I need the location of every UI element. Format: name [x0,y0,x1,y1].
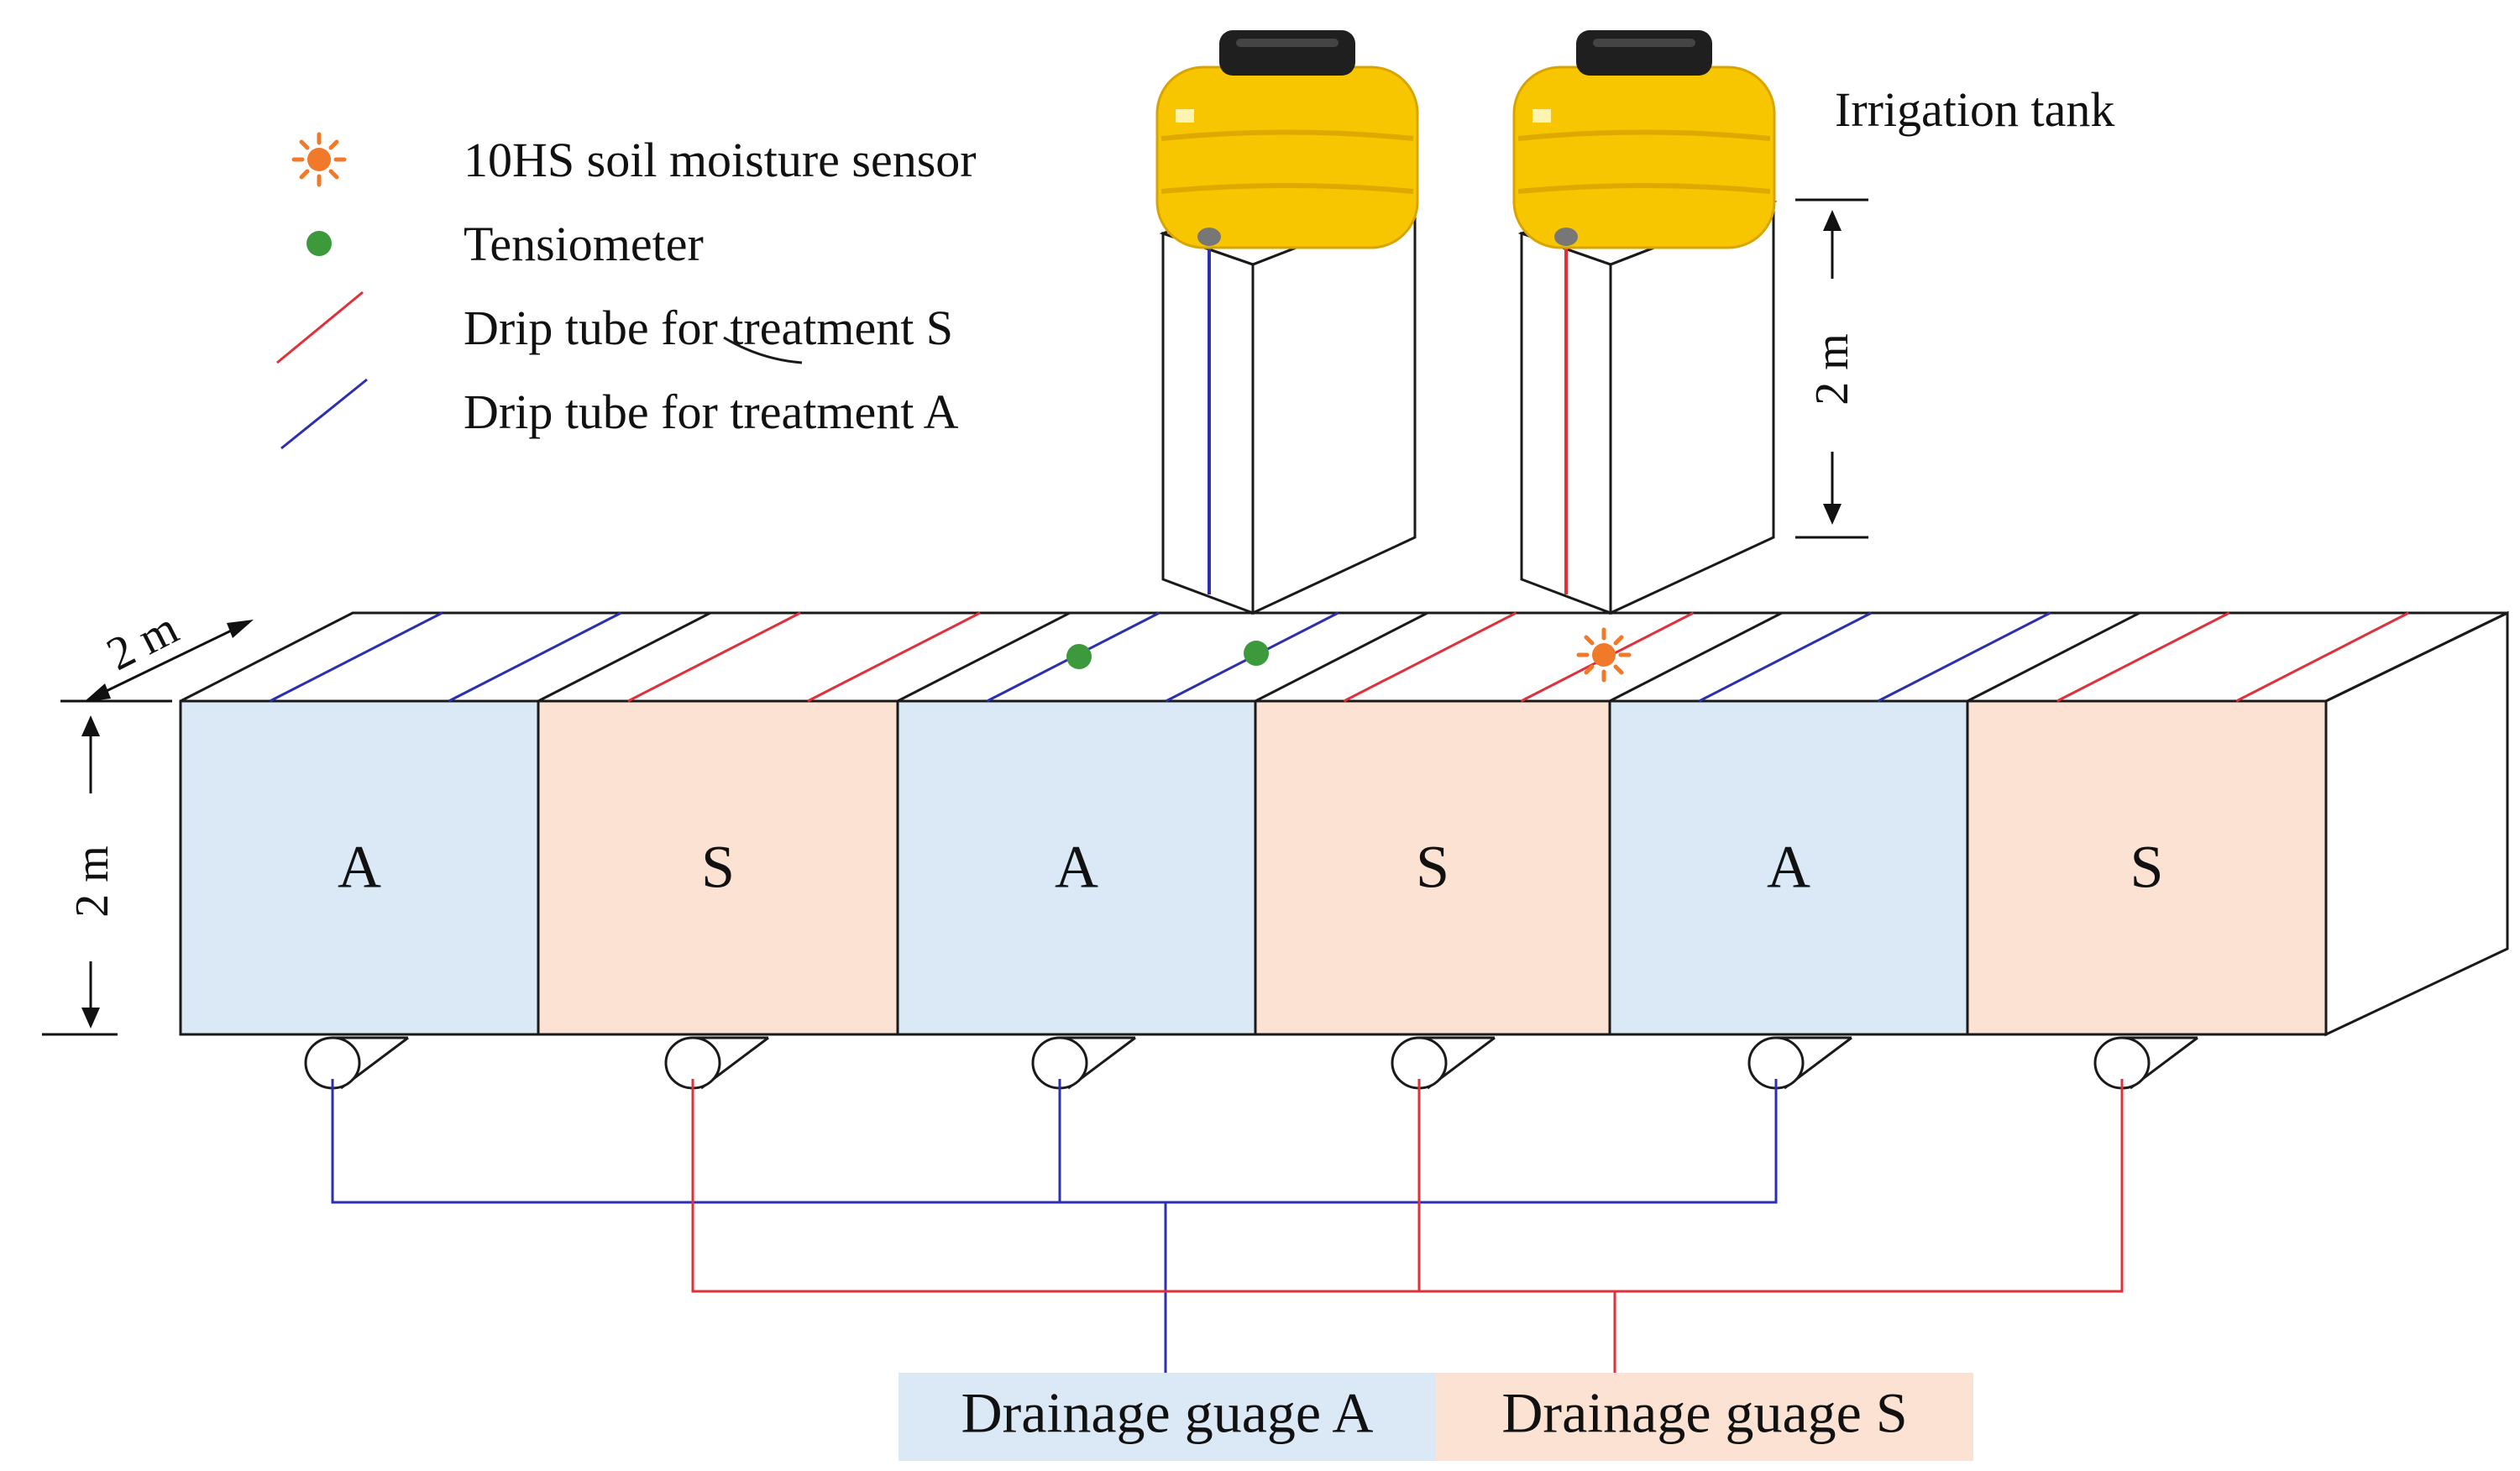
legend: 10HS soil moisture sensor Tensiometer Dr… [276,132,977,450]
tensiometer-2 [1244,641,1269,666]
plot-4 [1254,699,1611,1036]
plot-5 [1608,699,1969,1036]
plot-5-label: A [1767,834,1810,901]
drain-outlet-5 [1747,1036,1852,1090]
legend-tensiometer-label: Tensiometer [464,217,704,271]
drip-tube-plot-6-1 [2056,611,2230,703]
drip-tube-plot-4-1 [1343,611,1517,703]
drip-tube-plot-2-2 [807,611,981,703]
drain-outlet-2 [664,1036,769,1090]
soil-moisture-sensor [1576,627,1632,683]
drip-tube-plot-1-1 [269,611,443,703]
drip-tube-plot-5-2 [1877,611,2051,703]
plot-6 [1966,699,2328,1036]
drainage-network-a [331,1079,1778,1373]
irrigation-tank-label: Irrigation tank [1835,82,2114,137]
drainage-gauge-s: Drainage guage S [1436,1373,1973,1461]
plot-1-label: A [338,834,381,901]
plot-2 [537,699,899,1036]
legend-drip-s-icon [276,291,364,364]
legend-tensiometer-icon [306,231,332,256]
legend-drip-s-label: Drip tube for treatment S [464,301,953,355]
drainage-gauge-a-label: Drainage guage A [961,1381,1374,1445]
drip-tube-plot-6-2 [2235,611,2409,703]
legend-drip-a-label: Drip tube for treatment A [464,385,959,439]
legend-sensor-label: 10HS soil moisture sensor [464,133,977,187]
drainage-gauge-s-label: Drainage guage S [1501,1381,1907,1445]
plot-2-label: S [701,834,735,901]
drainage-network-s [691,1079,2124,1373]
bed-height-label: 2 m [66,845,118,918]
plot-4-label: S [1416,834,1449,901]
drain-outlet-6 [2093,1036,2198,1090]
plot-3 [896,699,1257,1036]
legend-sensor-icon [291,132,347,187]
drain-outlet-3 [1031,1036,1136,1090]
bed-height-dimension: 2 m [42,715,118,1036]
drip-tube-plot-5-1 [1698,611,1873,703]
drainage-pipes [304,1036,2198,1090]
drip-tube-plot-1-2 [448,611,622,703]
legend-pen-stroke [723,336,803,364]
bed-side-face [2324,610,2509,1037]
plot-1 [179,699,540,1036]
drain-outlet-1 [304,1036,409,1090]
drain-outlet-4 [1391,1036,1496,1090]
drainage-gauge-a: Drainage guage A [899,1373,1436,1461]
plot-6-label: S [2130,834,2163,901]
drip-tube-plot-2-1 [627,611,801,703]
irrigation-tank-right [1512,30,1776,249]
bed-width-dimension: 2 m [60,602,254,703]
tank-height-dimension: 2 m [1795,198,1868,539]
legend-drip-a-icon [280,378,368,450]
bed-width-label: 2 m [99,602,186,681]
top-plot-dividers [537,611,2140,703]
tensiometer-1 [1066,644,1092,669]
tank-height-label: 2 m [1806,333,1858,406]
irrigation-tank-left [1155,30,1419,249]
plot-3-label: A [1055,834,1098,901]
